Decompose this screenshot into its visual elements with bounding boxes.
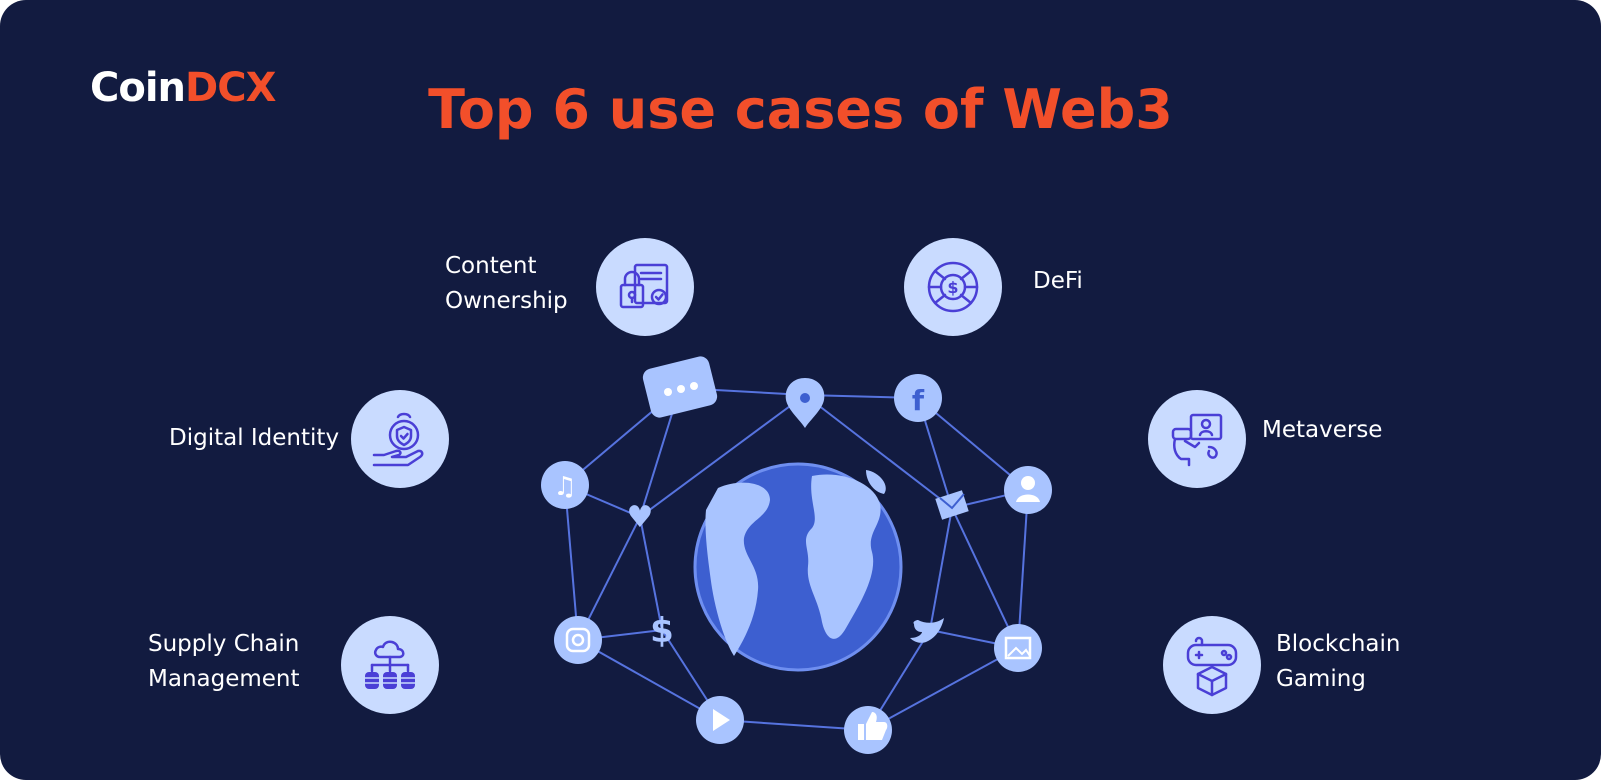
play-icon	[696, 696, 744, 744]
use-case-label-line2: Management	[148, 666, 300, 692]
instagram-icon	[554, 616, 602, 664]
twitter-icon	[910, 618, 944, 643]
location-pin-icon	[785, 378, 825, 428]
use-case-circle-blockchain-gaming	[1163, 616, 1261, 714]
logo-text-coin: Coin	[90, 65, 186, 111]
like-icon	[844, 706, 892, 754]
user-icon	[1004, 466, 1052, 514]
use-case-label-line2: Gaming	[1276, 666, 1366, 692]
use-case-label-supply-chain-management: Supply Chain Management	[148, 627, 300, 697]
dollar-icon: $	[650, 611, 674, 651]
use-case-label-line2: Ownership	[445, 288, 568, 314]
use-case-label-digital-identity: Digital Identity	[169, 421, 339, 456]
use-case-label-line1: Metaverse	[1262, 417, 1383, 443]
use-case-circle-content-ownership	[596, 238, 694, 336]
facebook-icon: f	[894, 374, 942, 422]
mail-icon	[935, 490, 969, 520]
coindcx-logo: CoinDCX	[90, 65, 276, 111]
use-case-circle-metaverse	[1148, 390, 1246, 488]
identity-badge-hand-icon	[372, 412, 424, 467]
use-case-label-metaverse: Metaverse	[1262, 413, 1382, 448]
music-note-icon: ♫	[541, 461, 589, 509]
certificate-lock-icon	[619, 263, 669, 309]
globe-icon	[693, 462, 903, 672]
image-icon	[994, 624, 1042, 672]
use-case-label-line1: Content	[445, 253, 537, 279]
logo-text-dcx: DCX	[185, 65, 276, 111]
heart-icon: ♥	[627, 500, 654, 535]
use-case-label-content-ownership: Content Ownership	[445, 249, 568, 319]
use-case-label-blockchain-gaming: Blockchain Gaming	[1276, 627, 1401, 697]
use-case-label-line1: Supply Chain	[148, 631, 300, 657]
svg-text:$: $	[650, 611, 674, 651]
defi-coin-network-icon: $	[927, 261, 979, 313]
cloud-supply-tree-icon	[365, 640, 415, 689]
use-case-label-defi: DeFi	[1033, 264, 1083, 299]
use-case-label-line1: DeFi	[1033, 268, 1083, 294]
use-case-label-line1: Blockchain	[1276, 631, 1401, 657]
vr-headset-user-icon	[1171, 413, 1223, 467]
svg-text:♥: ♥	[627, 500, 654, 535]
svg-text:♫: ♫	[553, 472, 576, 502]
use-case-circle-digital-identity	[351, 390, 449, 488]
gamepad-cube-icon	[1186, 636, 1238, 697]
use-case-circle-supply-chain-management	[341, 616, 439, 714]
use-case-label-line1: Digital Identity	[169, 425, 340, 451]
svg-text:f: f	[912, 384, 925, 417]
svg-text:$: $	[947, 278, 958, 297]
use-case-circle-defi: $	[904, 238, 1002, 336]
page-title: Top 6 use cases of Web3	[428, 78, 1173, 141]
chat-bubble-icon	[642, 356, 718, 418]
